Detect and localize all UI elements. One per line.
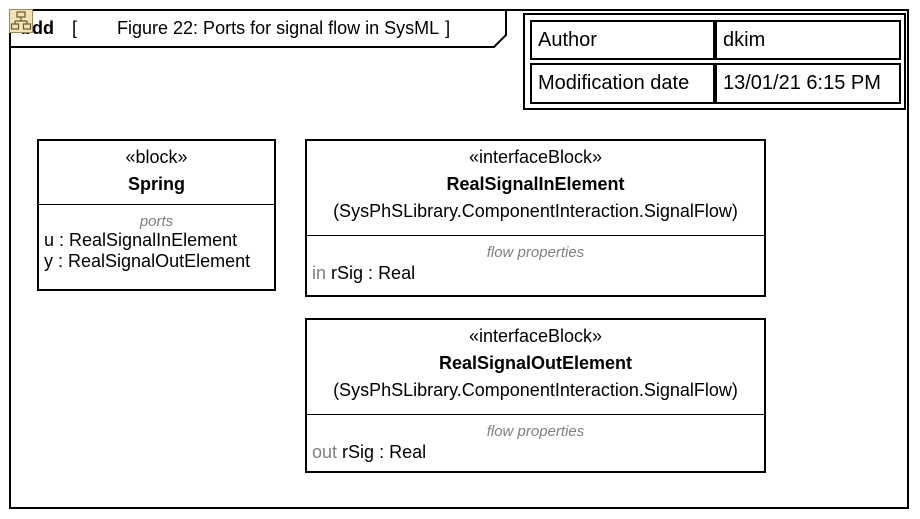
interface-block-real-signal-out-element[interactable]: «interfaceBlock» RealSignalOutElement (S… — [305, 318, 766, 473]
compartment-title: flow properties — [486, 423, 585, 440]
flow-properties-compartment: flow properties in rSig : Real — [307, 235, 764, 284]
flow-properties-compartment: flow properties out rSig : Real — [307, 414, 764, 463]
block-spring[interactable]: «block» Spring ports u : RealSignalInEle… — [37, 139, 276, 291]
port-item: y : RealSignalOutElement — [44, 251, 251, 271]
block-stereotype: «interfaceBlock» — [468, 326, 603, 346]
header-tab-outline — [9, 9, 507, 48]
flow-property: in rSig : Real — [312, 263, 416, 283]
date-value-cell: 13/01/21 6:15 PM — [715, 63, 901, 104]
package-diagram-icon — [9, 9, 111, 40]
compartment-title: ports — [139, 213, 174, 230]
block-header: «interfaceBlock» RealSignalInElement (Sy… — [307, 141, 764, 222]
block-qualifier: (SysPhSLibrary.ComponentInteraction.Sign… — [333, 380, 738, 400]
interface-block-real-signal-in-element[interactable]: «interfaceBlock» RealSignalInElement (Sy… — [305, 139, 766, 297]
block-name: RealSignalInElement — [446, 174, 625, 194]
close-bracket: ] — [445, 17, 451, 38]
flow-property: out rSig : Real — [312, 442, 427, 462]
block-stereotype: «interfaceBlock» — [468, 147, 603, 167]
date-value: 13/01/21 6:15 PM — [723, 72, 881, 94]
block-header: «interfaceBlock» RealSignalOutElement (S… — [307, 320, 764, 401]
author-value-cell: dkim — [715, 20, 901, 60]
compartment-title: flow properties — [486, 244, 585, 261]
author-value: dkim — [723, 28, 766, 51]
open-bracket: [ — [72, 17, 78, 38]
ports-compartment: ports u : RealSignalInElement y : RealSi… — [39, 204, 274, 272]
block-stereotype: «block» — [125, 147, 188, 167]
block-name: Spring — [128, 174, 185, 194]
block-name: RealSignalOutElement — [438, 353, 633, 373]
date-label: Modification date — [538, 72, 690, 94]
date-label-cell: Modification date — [530, 63, 715, 104]
diagram-frame — [9, 9, 909, 509]
block-qualifier: (SysPhSLibrary.ComponentInteraction.Sign… — [333, 201, 738, 221]
author-label: Author — [538, 28, 597, 51]
diagram-title: Figure 22: Ports for signal flow in SysM… — [117, 17, 440, 38]
author-label-cell: Author — [530, 20, 715, 60]
author-table: Author dkim Modification date 13/01/21 6… — [523, 13, 906, 110]
block-header: «block» Spring — [39, 141, 274, 195]
port-item: u : RealSignalInElement — [44, 230, 238, 250]
